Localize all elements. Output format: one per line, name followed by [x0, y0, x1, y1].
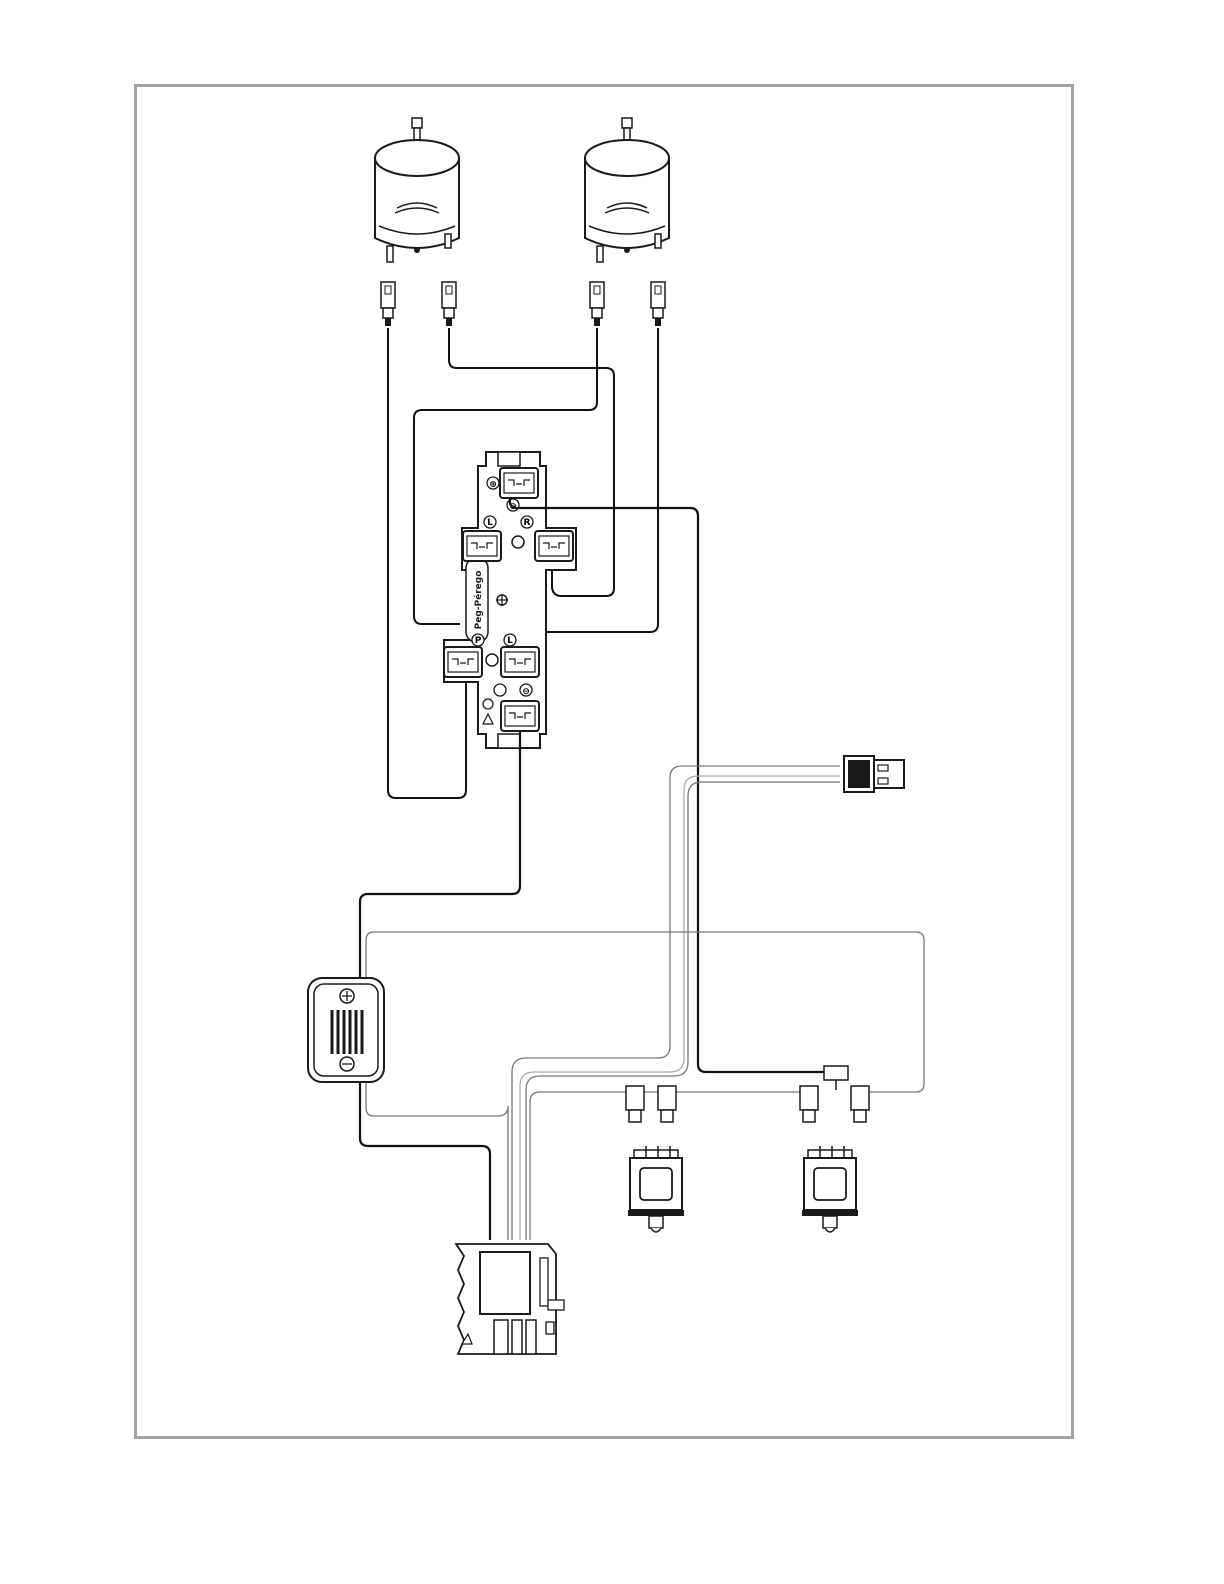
- switch-plug-2b: [851, 1086, 869, 1122]
- hub-minus-symbol-bottom: ⊖: [522, 687, 530, 697]
- switch-forward-reverse: [628, 1146, 684, 1232]
- charger-plug: [844, 756, 904, 792]
- motor-left: [375, 118, 459, 262]
- terminal-left-a: [381, 282, 395, 326]
- pedal-switch: [456, 1244, 564, 1354]
- hub-socket-left-motor-2: [501, 647, 539, 677]
- hub-socket-plus: [500, 468, 538, 498]
- splice-connector: [824, 1066, 848, 1080]
- motor-right: [585, 118, 669, 262]
- terminal-right-a: [590, 282, 604, 326]
- hub-right-motor-symbol: R: [524, 518, 531, 528]
- switch-plug-1b: [658, 1086, 676, 1122]
- hub-socket-left-motor: [463, 531, 501, 561]
- hub-plus-symbol: ⊕: [489, 480, 497, 490]
- hub-socket-right-motor: [535, 531, 573, 561]
- switch-plug-2a: [800, 1086, 818, 1122]
- fuse-box: [308, 978, 384, 1082]
- hub-left-motor-symbol-2: L: [507, 636, 513, 646]
- hub-socket-minus: [501, 701, 539, 731]
- hub-socket-power: [444, 647, 482, 677]
- switch-plug-1a: [626, 1086, 644, 1122]
- hub-left-motor-symbol: L: [487, 518, 493, 528]
- hub-brand-text: Peg-Pérego: [473, 571, 484, 630]
- terminal-left-b: [442, 282, 456, 326]
- hub-power-symbol: P: [475, 636, 482, 646]
- terminal-right-b: [651, 282, 665, 326]
- switch-speed: [802, 1146, 858, 1232]
- main-wires: [360, 498, 826, 1240]
